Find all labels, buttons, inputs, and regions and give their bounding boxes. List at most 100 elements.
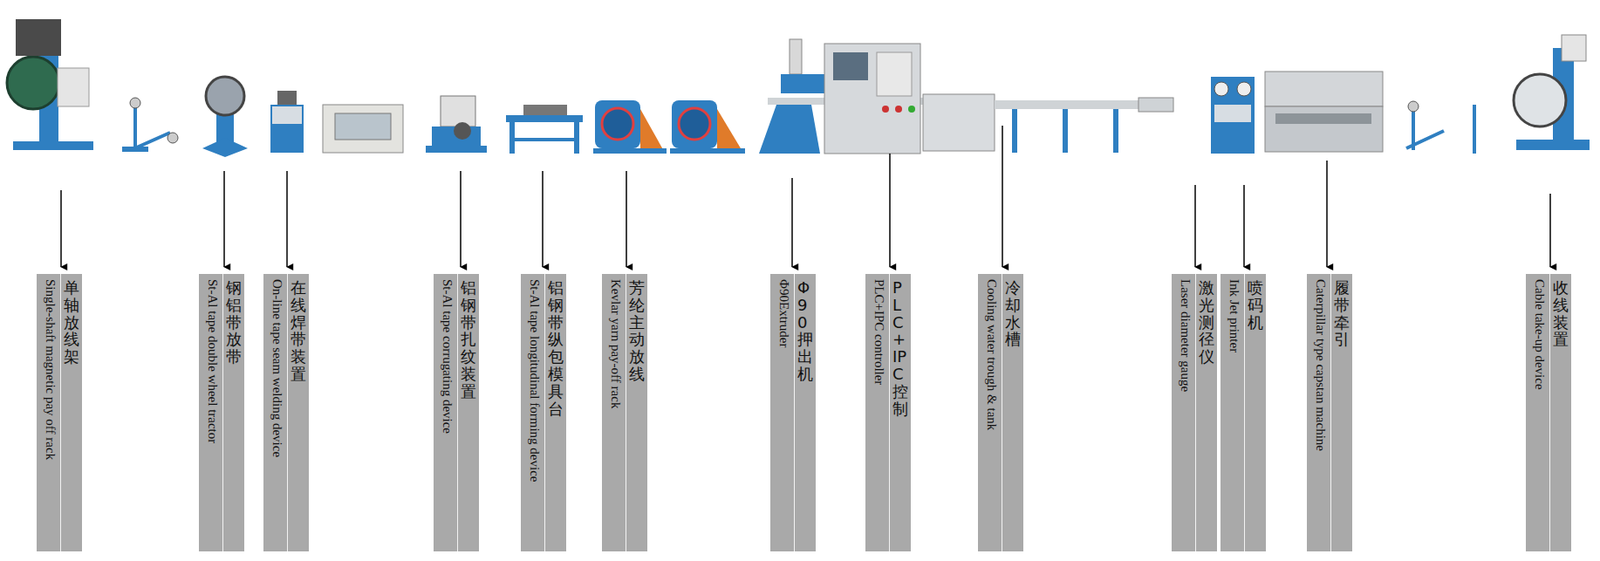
machine-part	[202, 137, 248, 158]
machine-part	[122, 146, 149, 152]
machine-part	[888, 153, 891, 267]
machine-part	[717, 109, 744, 153]
cooling-trough	[923, 94, 1174, 153]
english-label: Caterpillar type capstan machine	[1312, 279, 1328, 452]
english-label: Cable take-up device	[1531, 279, 1547, 390]
machine-part	[523, 104, 568, 116]
column-divider	[1549, 273, 1551, 552]
english-label: Laser diameter gauge	[1177, 279, 1193, 392]
machine-part	[509, 137, 580, 142]
guide-stand	[1406, 101, 1475, 154]
chinese-label: 芳纶主动放线	[629, 279, 645, 383]
english-label: Cooling water trough & tank	[984, 279, 999, 431]
machine-part	[758, 104, 821, 154]
machine-part	[670, 148, 746, 154]
english-label: Φ90Extruder	[776, 279, 792, 348]
machine-part	[1264, 71, 1383, 107]
label-box: PLC+IPC控制PLC+IPC controller	[865, 273, 911, 552]
label-box: 在线焊带装置 On-line tape seam welding device	[263, 273, 309, 552]
label-box: 铝钢带纵包模具台St-Al tape longitudinal forming …	[520, 273, 567, 552]
label-box: Φ90押出机 Φ90Extruder	[770, 273, 816, 552]
machine-part	[205, 76, 245, 116]
machine-part	[594, 100, 641, 149]
machine-part	[1113, 109, 1119, 153]
machine-part	[322, 104, 404, 153]
machine-part	[1237, 82, 1252, 96]
welding-device	[270, 90, 304, 153]
machine-part	[1513, 74, 1566, 127]
machine-part	[640, 109, 665, 153]
chinese-label: 单轴放线架	[63, 279, 80, 366]
machine-part	[425, 145, 487, 153]
kevlar-payoff	[593, 100, 746, 154]
machine-part	[908, 105, 916, 113]
column-divider	[1330, 273, 1332, 552]
leader-arrows	[61, 125, 1551, 267]
column-divider	[888, 273, 890, 552]
machine-part	[60, 190, 62, 267]
machine-part	[1062, 109, 1068, 153]
machine-part	[1275, 113, 1372, 124]
machine-part	[1516, 139, 1590, 151]
machine-part	[167, 132, 178, 144]
chinese-label: 铝钢带扎纹装置	[460, 279, 477, 401]
column-divider	[1244, 273, 1245, 552]
chinese-label: 履带牵引	[1333, 279, 1350, 349]
english-label: On-line tape seam welding device	[269, 279, 285, 458]
control-cabinet	[824, 43, 921, 154]
label-box: 冷却水槽 Cooling water trough & tank	[977, 273, 1024, 552]
machine-part	[833, 52, 869, 81]
english-label: Ink Jet printer	[1226, 279, 1242, 353]
chinese-label: 钢铝带放带	[225, 279, 242, 366]
forming-table	[505, 104, 583, 154]
machine-part	[1549, 193, 1552, 267]
label-box: 履带牵引 Caterpillar type capstan machine	[1306, 273, 1353, 552]
machine-part	[1326, 160, 1328, 267]
chinese-label: 在线焊带装置	[290, 279, 307, 383]
column-divider	[457, 273, 459, 552]
gauge-and-printer	[1210, 76, 1255, 154]
machine-part	[1264, 106, 1383, 152]
machine-part	[277, 90, 297, 105]
english-label: St-Al tape corrugating device	[439, 279, 455, 434]
machine-part	[895, 105, 903, 113]
machine-part	[1194, 184, 1197, 267]
guide-stand	[122, 97, 178, 152]
machine-part	[601, 108, 634, 140]
machine-part	[671, 100, 718, 149]
label-box: 芳纶主动放线Kevlar yarn pay-off rack	[601, 273, 648, 552]
column-divider	[287, 273, 288, 552]
machine-part	[923, 94, 995, 151]
english-label: St-Al tape double wheel tractor	[205, 279, 220, 444]
machine-part	[1561, 34, 1587, 62]
extruder	[758, 39, 934, 154]
machine-part	[505, 115, 583, 123]
machine-part	[1214, 104, 1252, 123]
cabinet	[322, 104, 404, 153]
machine-part	[15, 19, 62, 56]
label-box: 铝钢带扎纹装置 St-Al tape corrugating device	[433, 273, 479, 552]
machine-part	[789, 39, 802, 75]
tape-payoff	[202, 76, 248, 158]
column-divider	[793, 273, 795, 552]
column-divider	[60, 273, 62, 552]
machine-part	[272, 106, 302, 124]
machine-part	[459, 170, 462, 267]
english-label: Single-shaft magnetic pay off rack	[42, 279, 58, 460]
chinese-label: Φ90押出机	[797, 279, 814, 383]
chinese-label: 冷却水槽	[1005, 279, 1021, 349]
machine-part	[994, 100, 1143, 110]
machine-part	[1408, 101, 1419, 112]
machine-part	[1138, 97, 1174, 112]
chinese-label: PLC+IPC控制	[892, 279, 909, 418]
label-box: 单轴放线架 Single-shaft magnetic pay off rack	[36, 273, 83, 552]
machine-part	[223, 170, 226, 267]
column-divider	[1001, 273, 1003, 552]
machine-part	[1011, 109, 1018, 153]
machine-part	[882, 105, 889, 113]
column-divider	[625, 273, 627, 552]
machine-part	[824, 43, 921, 154]
machine-part	[1214, 82, 1229, 96]
corrugating-device	[425, 95, 487, 153]
